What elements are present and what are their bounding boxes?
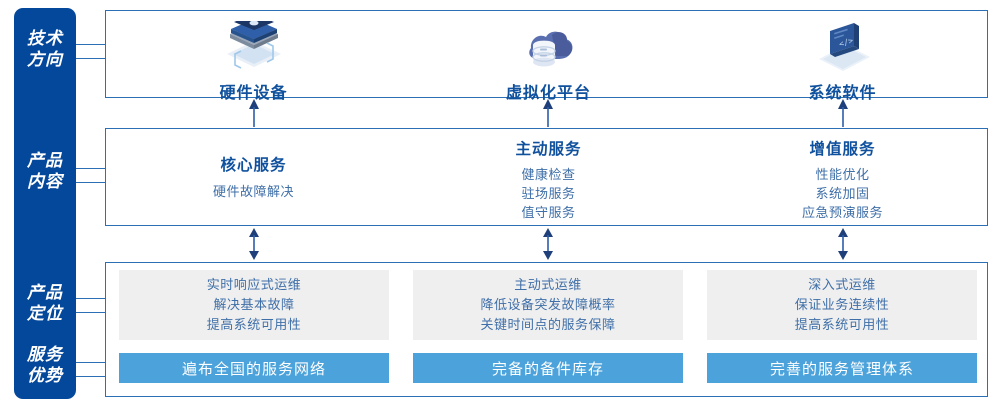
arrow-updown-icon	[247, 228, 261, 265]
product-column-title: 核心服务	[220, 157, 287, 174]
arrow-up-icon	[836, 99, 850, 132]
cloud-database-icon	[518, 21, 580, 75]
positioning-line: 提高系统可用性	[794, 317, 890, 332]
connector-stub	[76, 58, 106, 59]
sidebar-item-label-line1: 服务	[27, 345, 63, 364]
positioning-line: 保证业务连续性	[794, 297, 890, 312]
tech-direction-section: 硬件设备 虚拟化平台	[105, 10, 989, 102]
advantage-bar-label: 遍布全国的服务网络	[181, 360, 326, 378]
connector-stub	[76, 362, 106, 363]
product-column-item: 健康检查	[521, 167, 576, 182]
sidebar-item-label-line1: 技术	[27, 29, 63, 48]
connector-stub	[76, 376, 106, 377]
connector-stub	[76, 44, 106, 45]
laptop-code-icon: </>	[812, 21, 874, 75]
arrow-updown-icon	[836, 228, 850, 265]
sidebar-item-label-line2: 优势	[27, 366, 63, 385]
connector-stub	[76, 298, 106, 299]
product-column-value-added[interactable]: 增值服务 性能优化 系统加固 应急预演服务	[696, 129, 989, 233]
tech-column-virtualization[interactable]: 虚拟化平台	[401, 11, 696, 102]
sidebar-item-service-advantage[interactable]: 服务 优势	[14, 344, 76, 386]
positioning-line: 关键时间点的服务保障	[480, 317, 616, 332]
positioning-line: 主动式运维	[514, 277, 582, 292]
connector-stub	[76, 182, 106, 183]
sidebar-item-label-line2: 方向	[27, 50, 63, 69]
tech-column-system-software[interactable]: </> 系统软件	[696, 11, 989, 102]
advantage-bar-label: 完善的服务管理体系	[769, 360, 914, 378]
advantage-bar[interactable]: 完备的备件库存	[413, 353, 683, 383]
sidebar-rail	[14, 8, 76, 399]
tech-column-label: 虚拟化平台	[505, 85, 591, 102]
advantage-bar[interactable]: 完善的服务管理体系	[707, 353, 977, 383]
sidebar-item-label-line2: 定位	[27, 304, 63, 323]
tech-column-label: 系统软件	[808, 85, 877, 102]
sidebar-item-label-line1: 产品	[27, 283, 63, 302]
arrow-updown-icon	[541, 228, 555, 265]
sidebar-item-product-positioning[interactable]: 产品 定位	[14, 282, 76, 324]
connector-stub	[76, 312, 106, 313]
product-column-item: 值守服务	[521, 205, 576, 220]
arrow-up-icon	[247, 99, 261, 132]
sidebar-item-label-line1: 产品	[27, 151, 63, 170]
product-column-core[interactable]: 核心服务 硬件故障解决	[106, 129, 401, 249]
product-content-section: 核心服务 硬件故障解决 主动服务 健康检查 驻场服务 值守服务 增值服务 性能优…	[105, 128, 988, 226]
product-column-item: 驻场服务	[521, 186, 576, 201]
arrow-up-icon	[541, 99, 555, 132]
product-column-item: 系统加固	[815, 186, 870, 201]
positioning-line: 解决基本故障	[213, 297, 295, 312]
product-column-item: 硬件故障解决	[212, 184, 294, 199]
sidebar-item-tech-direction[interactable]: 技术 方向	[14, 28, 76, 70]
product-column-item: 性能优化	[815, 167, 870, 182]
product-column-proactive[interactable]: 主动服务 健康检查 驻场服务 值守服务	[401, 129, 696, 233]
product-column-item: 应急预演服务	[801, 205, 883, 220]
connector-stub	[76, 168, 106, 169]
positioning-line: 实时响应式运维	[206, 277, 302, 292]
positioning-line: 提高系统可用性	[206, 317, 302, 332]
sidebar-item-product-content[interactable]: 产品 内容	[14, 150, 76, 192]
advantage-bar-label: 完备的备件库存	[491, 360, 604, 378]
sidebar-item-label-line2: 内容	[27, 172, 63, 191]
tech-column-hardware[interactable]: 硬件设备	[106, 11, 401, 102]
positioning-advantage-section: 实时响应式运维 解决基本故障 提高系统可用性 主动式运维 降低设备突发故障概率 …	[105, 262, 988, 397]
positioning-card[interactable]: 主动式运维 降低设备突发故障概率 关键时间点的服务保障	[413, 270, 683, 340]
product-column-title: 增值服务	[809, 141, 876, 158]
positioning-card[interactable]: 实时响应式运维 解决基本故障 提高系统可用性	[119, 270, 389, 340]
positioning-line: 降低设备突发故障概率	[480, 297, 616, 312]
positioning-line: 深入式运维	[808, 277, 876, 292]
product-column-title: 主动服务	[515, 141, 582, 158]
svg-text:</>: </>	[837, 36, 854, 49]
tech-column-label: 硬件设备	[219, 85, 288, 102]
positioning-card[interactable]: 深入式运维 保证业务连续性 提高系统可用性	[707, 270, 977, 340]
advantage-bar[interactable]: 遍布全国的服务网络	[119, 353, 389, 383]
server-stack-icon	[223, 21, 285, 75]
